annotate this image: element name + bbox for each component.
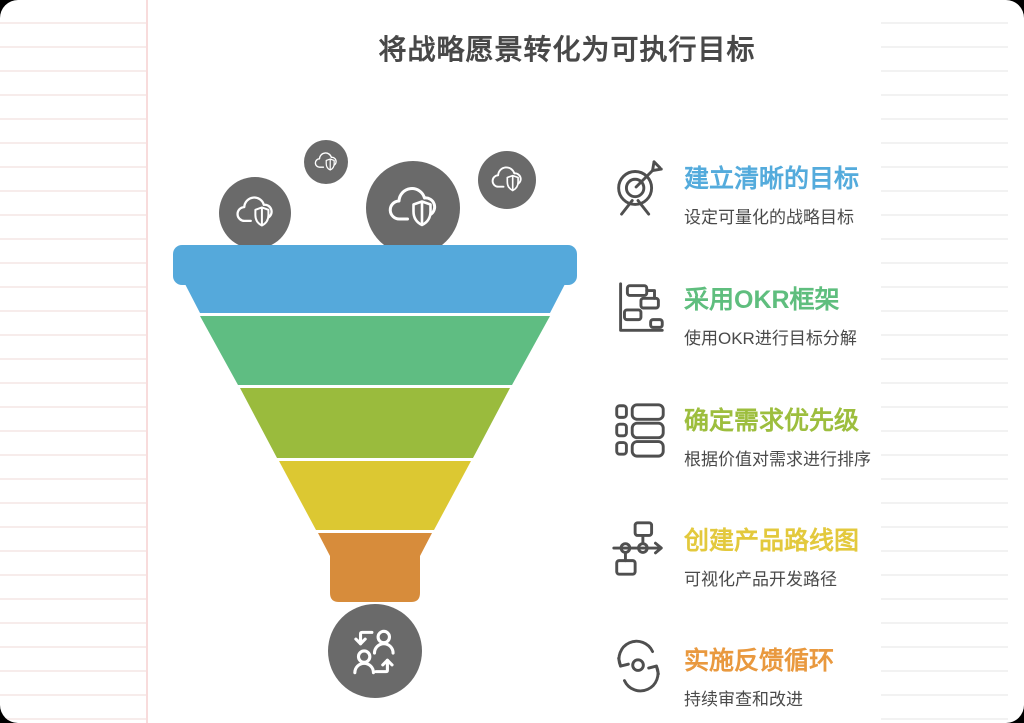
funnel-diagram xyxy=(140,128,620,713)
step-title: 采用OKR框架 xyxy=(684,286,840,314)
step-desc: 持续审查和改进 xyxy=(684,689,803,709)
step-title: 创建产品路线图 xyxy=(684,527,860,555)
cloud-shield-icon xyxy=(304,140,348,184)
notebook-margin-line xyxy=(146,0,148,723)
target-dart-icon xyxy=(608,154,670,220)
lined-paper-right xyxy=(881,0,1008,723)
roadmap-icon xyxy=(608,516,670,582)
step-item-2: 采用OKR框架 使用OKR进行目标分解 xyxy=(608,271,857,349)
step-desc: 使用OKR进行目标分解 xyxy=(684,328,857,348)
step-desc: 可视化产品开发路径 xyxy=(684,569,837,589)
page-title: 将战略愿景转化为可执行目标 xyxy=(378,34,756,65)
funnel-segment-3 xyxy=(240,388,510,458)
cloud-shield-icon xyxy=(366,161,460,255)
step-item-5: 实施反馈循环 持续审查和改进 xyxy=(608,632,834,710)
funnel-segment-4 xyxy=(279,461,471,530)
step-item-4: 创建产品路线图 可视化产品开发路径 xyxy=(608,512,859,590)
funnel-segment-2 xyxy=(200,316,550,385)
step-item-3: 确定需求优先级 根据价值对需求进行排序 xyxy=(608,392,871,470)
feedback-loop-icon xyxy=(608,636,670,702)
cloud-shield-icon xyxy=(478,151,536,209)
step-item-1: 建立清晰的目标 设定可量化的战略目标 xyxy=(608,150,859,228)
people-sync-icon xyxy=(328,604,422,698)
funnel-segment-5 xyxy=(318,533,432,602)
step-title: 实施反馈循环 xyxy=(684,647,835,675)
step-title: 建立清晰的目标 xyxy=(684,165,860,193)
okr-chart-icon xyxy=(608,275,670,341)
funnel-segment-1 xyxy=(173,245,577,313)
step-title: 确定需求优先级 xyxy=(684,407,860,435)
step-desc: 设定可量化的战略目标 xyxy=(684,207,854,227)
lined-paper-left xyxy=(0,0,146,723)
cloud-shield-icon xyxy=(219,177,291,249)
step-desc: 根据价值对需求进行排序 xyxy=(684,449,871,469)
priority-list-icon xyxy=(608,396,670,462)
